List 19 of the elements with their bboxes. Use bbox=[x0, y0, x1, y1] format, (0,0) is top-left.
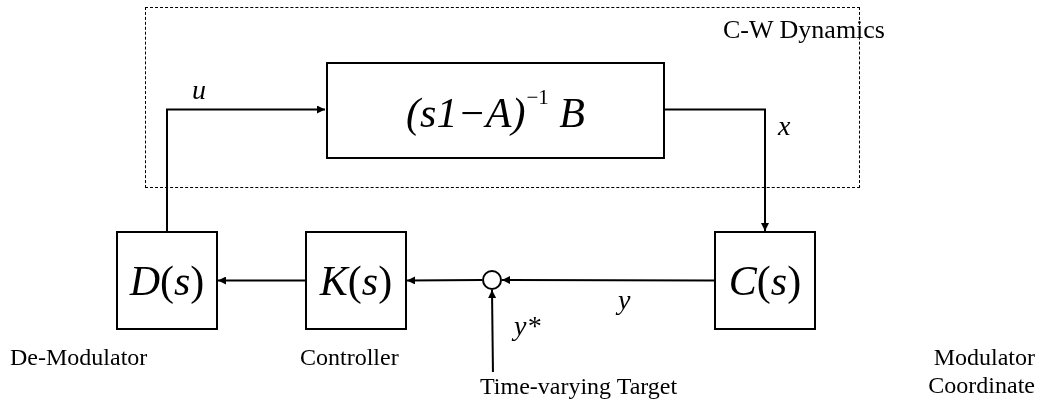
transfer-function: K(s) bbox=[319, 259, 393, 302]
arrow bbox=[217, 276, 306, 285]
region-title: C-W Dynamics bbox=[723, 16, 885, 45]
transfer-function-block bbox=[714, 231, 816, 330]
transfer-function-block bbox=[116, 231, 218, 330]
transfer-function: (s1−A)$^{−1}$ B bbox=[406, 86, 585, 135]
arrow bbox=[166, 105, 326, 232]
input-label: Time-varying Target bbox=[480, 372, 750, 400]
arrow bbox=[488, 289, 497, 373]
transfer-function: C(s) bbox=[728, 259, 802, 302]
summing-junction bbox=[482, 270, 502, 290]
transfer-function-block bbox=[305, 231, 407, 330]
transfer-function-block bbox=[326, 62, 665, 159]
block-caption: De-Modulator bbox=[10, 344, 149, 372]
note-label: Modulator Coordinate bbox=[927, 344, 1035, 400]
transfer-function: D(s) bbox=[129, 259, 205, 302]
arrow bbox=[501, 276, 715, 284]
arrow bbox=[406, 276, 483, 285]
block-caption: Controller bbox=[300, 344, 400, 372]
